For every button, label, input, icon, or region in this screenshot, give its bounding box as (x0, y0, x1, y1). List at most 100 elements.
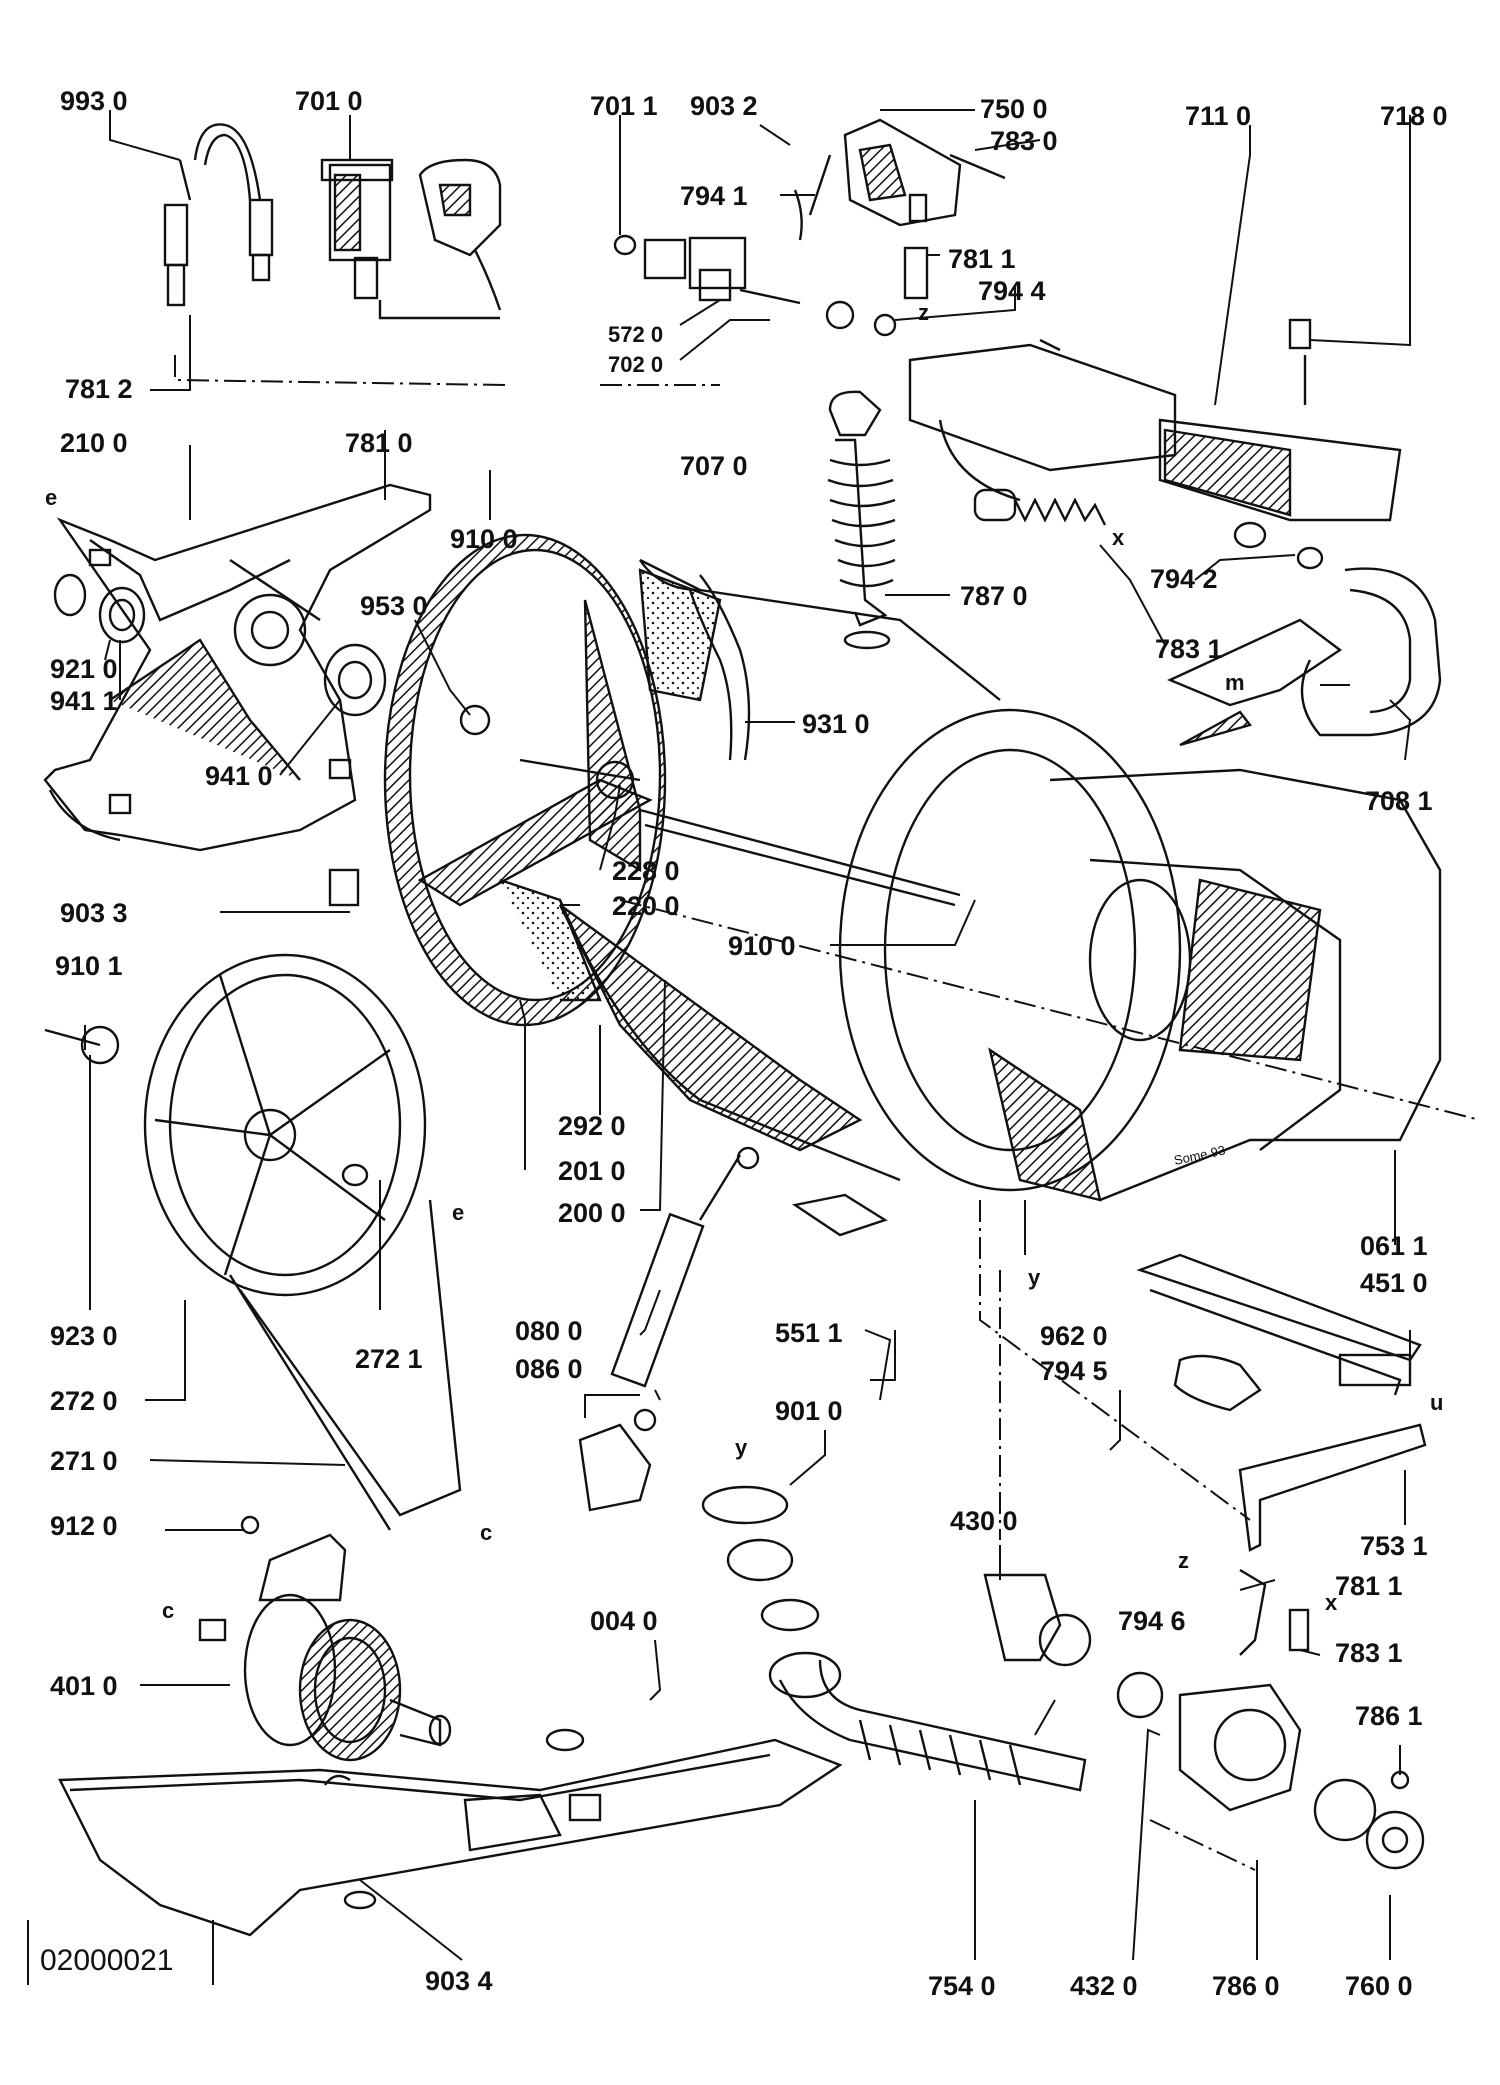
part-label: 200 0 (558, 1198, 626, 1228)
part-label: 451 0 (1360, 1268, 1428, 1298)
part-label: 292 0 (558, 1111, 626, 1141)
part-label: 080 0 (515, 1316, 583, 1346)
part-label: 401 0 (50, 1671, 118, 1701)
part-label: 993 0 (60, 86, 128, 116)
part-label: 931 0 (802, 709, 870, 739)
reference-letters: e e x z m y y c c u z x (45, 300, 1443, 1623)
drum-back-drawing (383, 533, 667, 1027)
part-label: 750 0 (980, 94, 1048, 124)
part-label: 962 0 (1040, 1321, 1108, 1351)
part-label: 271 0 (50, 1446, 118, 1476)
bracket-551-drawing (791, 1193, 888, 1237)
part-label: 783 0 (990, 126, 1058, 156)
part-label: 430 0 (950, 1506, 1018, 1536)
part-label: 061 1 (1360, 1231, 1428, 1261)
part-label: 701 0 (295, 86, 363, 116)
part-label: 272 0 (50, 1386, 118, 1416)
part-label: 783 1 (1335, 1638, 1403, 1668)
solenoid-valve-drawing (613, 234, 897, 337)
dispenser-top-drawing (793, 118, 1006, 300)
reference-letter: e (452, 1200, 464, 1225)
reference-letter: e (45, 485, 57, 510)
part-number-labels: 993 0 701 0 701 1 903 2 750 0 783 0 711 … (50, 86, 1448, 2001)
part-label: 711 0 (1185, 101, 1251, 131)
part-label: 786 0 (1212, 1971, 1280, 2001)
small-fittings-drawing (1239, 1568, 1410, 1790)
reference-letter: z (1178, 1548, 1189, 1573)
part-label: 903 2 (690, 91, 758, 121)
part-label: 210 0 (60, 428, 128, 458)
clip-903-drawing (324, 868, 360, 1786)
reference-letter: y (735, 1435, 748, 1460)
spring-783-1-drawing (973, 488, 1107, 526)
part-label: 910 0 (728, 931, 796, 961)
leader-lines (84, 109, 1412, 1961)
part-label: 953 0 (360, 591, 428, 621)
hose-bracket-drawing (163, 123, 274, 307)
document-code: 02000021 (40, 1944, 173, 1977)
part-label: 794 5 (1040, 1356, 1108, 1386)
part-label: 708 1 (1365, 786, 1433, 816)
part-label: 781 1 (1335, 1571, 1403, 1601)
part-label: 220 0 (612, 891, 680, 921)
reference-letter: z (918, 300, 929, 325)
part-label: 228 0 (612, 856, 680, 886)
part-label: 794 2 (1150, 564, 1218, 594)
reference-letter: u (1430, 1390, 1443, 1415)
part-label: 754 0 (928, 1971, 996, 2001)
shock-absorber-drawing (578, 1146, 760, 1512)
assembly-centerlines (174, 355, 1481, 1871)
reference-letter: m (1225, 670, 1245, 695)
bellows-hose-drawing (827, 390, 896, 650)
valve-drawing (320, 158, 502, 320)
base-plate-drawing (58, 1728, 843, 1937)
pump-housing-drawing (1178, 1683, 1425, 1870)
part-label: 781 2 (65, 374, 133, 404)
part-label: 923 0 (50, 1321, 118, 1351)
dispenser-box-drawing (908, 338, 1402, 522)
pump-drawing (983, 1573, 1164, 1719)
sump-hose-drawing (701, 1485, 1087, 1792)
heater-drawing (1136, 1253, 1422, 1396)
part-label: 086 0 (515, 1354, 583, 1384)
part-label: 783 1 (1155, 634, 1223, 664)
part-label: 702 0 (608, 352, 663, 377)
part-label: 004 0 (590, 1606, 658, 1636)
artist-signature: Some 93 (1173, 1142, 1227, 1167)
part-label: 760 0 (1345, 1971, 1413, 2001)
reference-letter: c (162, 1598, 174, 1623)
drain-hose-drawing (1167, 521, 1442, 747)
seal-bearing-drawing (53, 573, 387, 717)
part-label: 921 0 (50, 654, 118, 684)
part-label: 903 3 (60, 898, 128, 928)
reference-letter: x (1112, 525, 1125, 550)
part-label: 901 0 (775, 1396, 843, 1426)
part-label: 910 0 (450, 524, 518, 554)
part-label: 701 1 (590, 91, 658, 121)
bracket-962-drawing (1173, 1354, 1262, 1412)
part-label: 753 1 (1360, 1531, 1428, 1561)
part-label: 787 0 (960, 581, 1028, 611)
part-label: 941 1 (50, 686, 118, 716)
drum-tub-drawing (499, 558, 1001, 1182)
part-label: 786 1 (1355, 1701, 1423, 1731)
part-label: 903 4 (425, 1966, 493, 1996)
reference-letter: c (480, 1520, 492, 1545)
part-label: 572 0 (608, 322, 663, 347)
pulley-belt-drawing (44, 953, 462, 1531)
part-label: 707 0 (680, 451, 748, 481)
part-label: 912 0 (50, 1511, 118, 1541)
part-label: 794 6 (1118, 1606, 1186, 1636)
part-label: 794 1 (680, 181, 748, 211)
rear-cross-drawing (43, 483, 432, 852)
drum-shaft-drawing (639, 808, 961, 907)
document-code-box: 02000021 (27, 1920, 214, 1985)
part-label: 941 0 (205, 761, 273, 791)
part-label: 781 0 (345, 428, 413, 458)
bracket-753-drawing (1238, 1423, 1427, 1552)
part-label: 794 4 (978, 276, 1046, 306)
part-label: 910 1 (55, 951, 123, 981)
motor-drawing (198, 1515, 452, 1762)
tub-front-drawing (838, 708, 1442, 1202)
